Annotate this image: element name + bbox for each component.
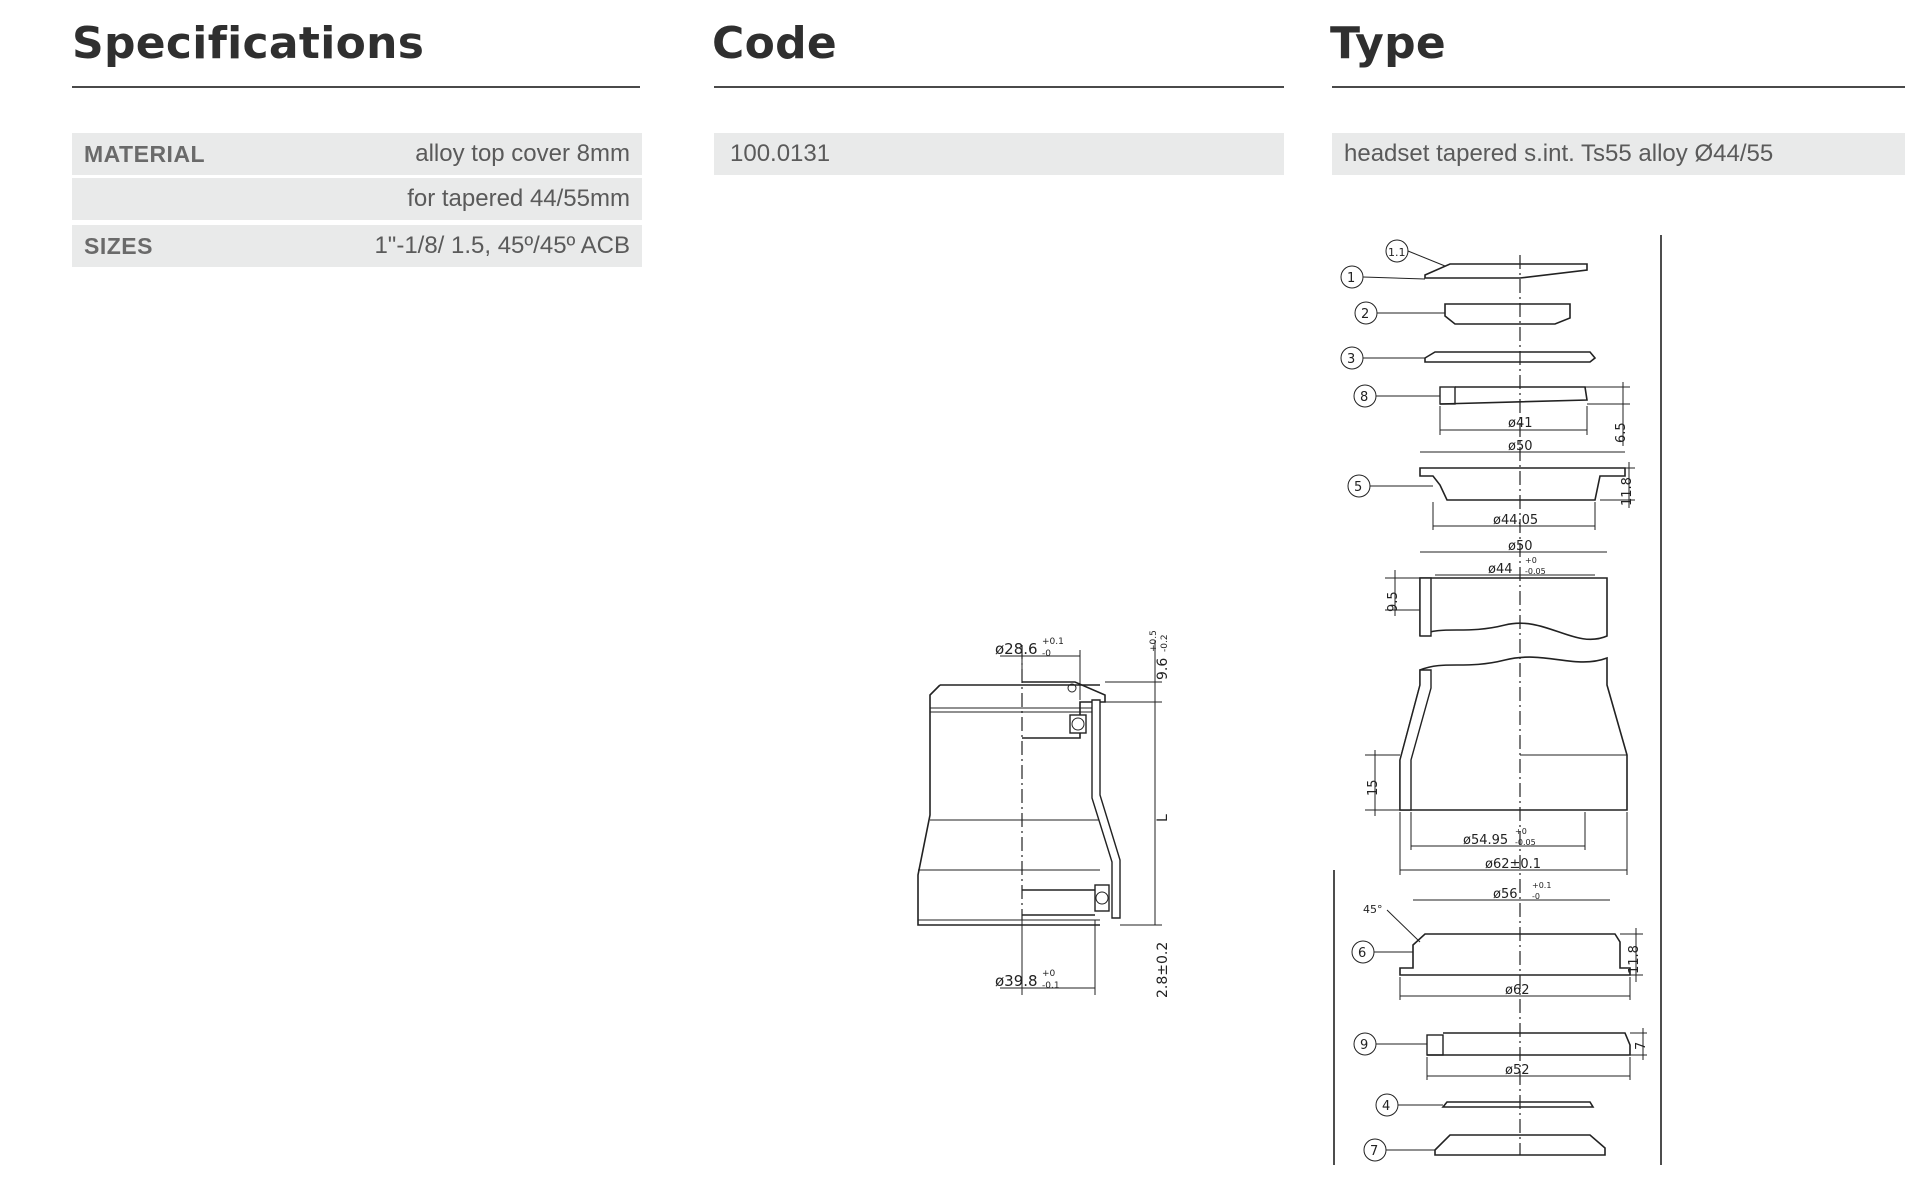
sizes-row: SIZES 1"-1/8/ 1.5, 45º/45º ACB [72, 225, 642, 267]
assembly-drawing: ø28.6 +0.1 -0 9.6 +0.5 -0.2 L ø39.8 +0 -… [917, 630, 1171, 998]
top-diameter-tol-down: -0 [1042, 649, 1051, 659]
material-value: alloy top cover 8mm [415, 140, 630, 167]
dim-angle45: 45° [1363, 903, 1383, 916]
dim-h118-a: 11.8 [1620, 477, 1635, 506]
material-label: MATERIAL [84, 140, 206, 167]
top-diameter-label: ø28.6 [995, 640, 1038, 658]
length-label: L [1155, 814, 1171, 822]
dim-d44-main: ø44 [1488, 562, 1513, 577]
sizes-value: 1"-1/8/ 1.5, 45º/45º ACB [374, 232, 630, 259]
dim-d52: ø52 [1505, 1063, 1530, 1078]
bottom-diameter-tol-down: -0.1 [1042, 981, 1060, 991]
callout-5: 5 [1354, 480, 1362, 495]
callout-7: 7 [1370, 1144, 1378, 1159]
dim-d5495-main: ø54.95 [1463, 833, 1508, 848]
code-divider [714, 86, 1284, 88]
stack-top-tol-down: -0.2 [1160, 634, 1170, 652]
dim-h15: 15 [1366, 779, 1381, 796]
dim-h7: 7 [1634, 1042, 1649, 1050]
lower-bearing-section [1094, 884, 1110, 912]
material-value-continued: for tapered 44/55mm [407, 185, 630, 212]
dim-d50-a: ø50 [1508, 439, 1533, 454]
dim-d5495-tol-up: +0 [1515, 827, 1527, 836]
specifications-heading: Specifications [72, 18, 425, 69]
callout-1-1: 1.1 [1388, 246, 1406, 259]
type-heading: Type [1330, 18, 1447, 69]
stack-bottom-label: 2.8±0.2 [1155, 942, 1171, 998]
dim-d44-tol-down: -0.05 [1525, 567, 1546, 576]
stack-top-label: 9.6 [1155, 658, 1171, 680]
exploded-drawing: 1.1 1 2 3 8 ø41 6.5 ø50 5 11.8 ø44.05 ø5… [1333, 235, 1662, 1165]
type-field: headset tapered s.int. Ts55 alloy Ø44/55 [1332, 133, 1905, 175]
code-value: 100.0131 [730, 140, 831, 167]
dim-d62tol: ø62±0.1 [1485, 857, 1541, 872]
bottom-diameter-tol-up: +0 [1042, 969, 1056, 979]
sizes-label: SIZES [84, 232, 153, 259]
specifications-divider [72, 86, 640, 88]
code-field: 100.0131 [714, 133, 1284, 175]
dim-d50-b: ø50 [1508, 539, 1533, 554]
dim-h118-b: 11.8 [1627, 945, 1642, 974]
material-row-continued: for tapered 44/55mm [72, 178, 642, 220]
callout-9: 9 [1360, 1038, 1368, 1053]
callout-8: 8 [1360, 390, 1368, 405]
dim-d4405: ø44.05 [1493, 513, 1538, 528]
type-divider [1332, 86, 1905, 88]
dim-d5495-tol-down: -0.05 [1515, 838, 1536, 847]
dim-d62: ø62 [1505, 983, 1530, 998]
callout-4: 4 [1382, 1099, 1390, 1114]
code-heading: Code [712, 18, 838, 69]
dim-d44-tol-up: +0 [1525, 556, 1537, 565]
top-diameter-tol-up: +0.1 [1042, 637, 1064, 647]
callout-1: 1 [1347, 271, 1355, 286]
dim-h95: 9.5 [1386, 591, 1401, 612]
type-value: headset tapered s.int. Ts55 alloy Ø44/55 [1344, 140, 1774, 167]
bottom-diameter-label: ø39.8 [995, 972, 1038, 990]
dim-h65: 6.5 [1614, 422, 1629, 443]
dim-d56-tol-down: -0 [1532, 892, 1540, 901]
callout-6: 6 [1358, 946, 1366, 961]
dim-d41: ø41 [1508, 416, 1533, 431]
callout-2: 2 [1361, 307, 1369, 322]
callout-3: 3 [1347, 352, 1355, 367]
stack-top-tol-up: +0.5 [1149, 630, 1159, 652]
dim-d56-tol-up: +0.1 [1532, 881, 1551, 890]
dim-d56-main: ø56 [1493, 887, 1518, 902]
material-row: MATERIAL alloy top cover 8mm [72, 133, 642, 175]
